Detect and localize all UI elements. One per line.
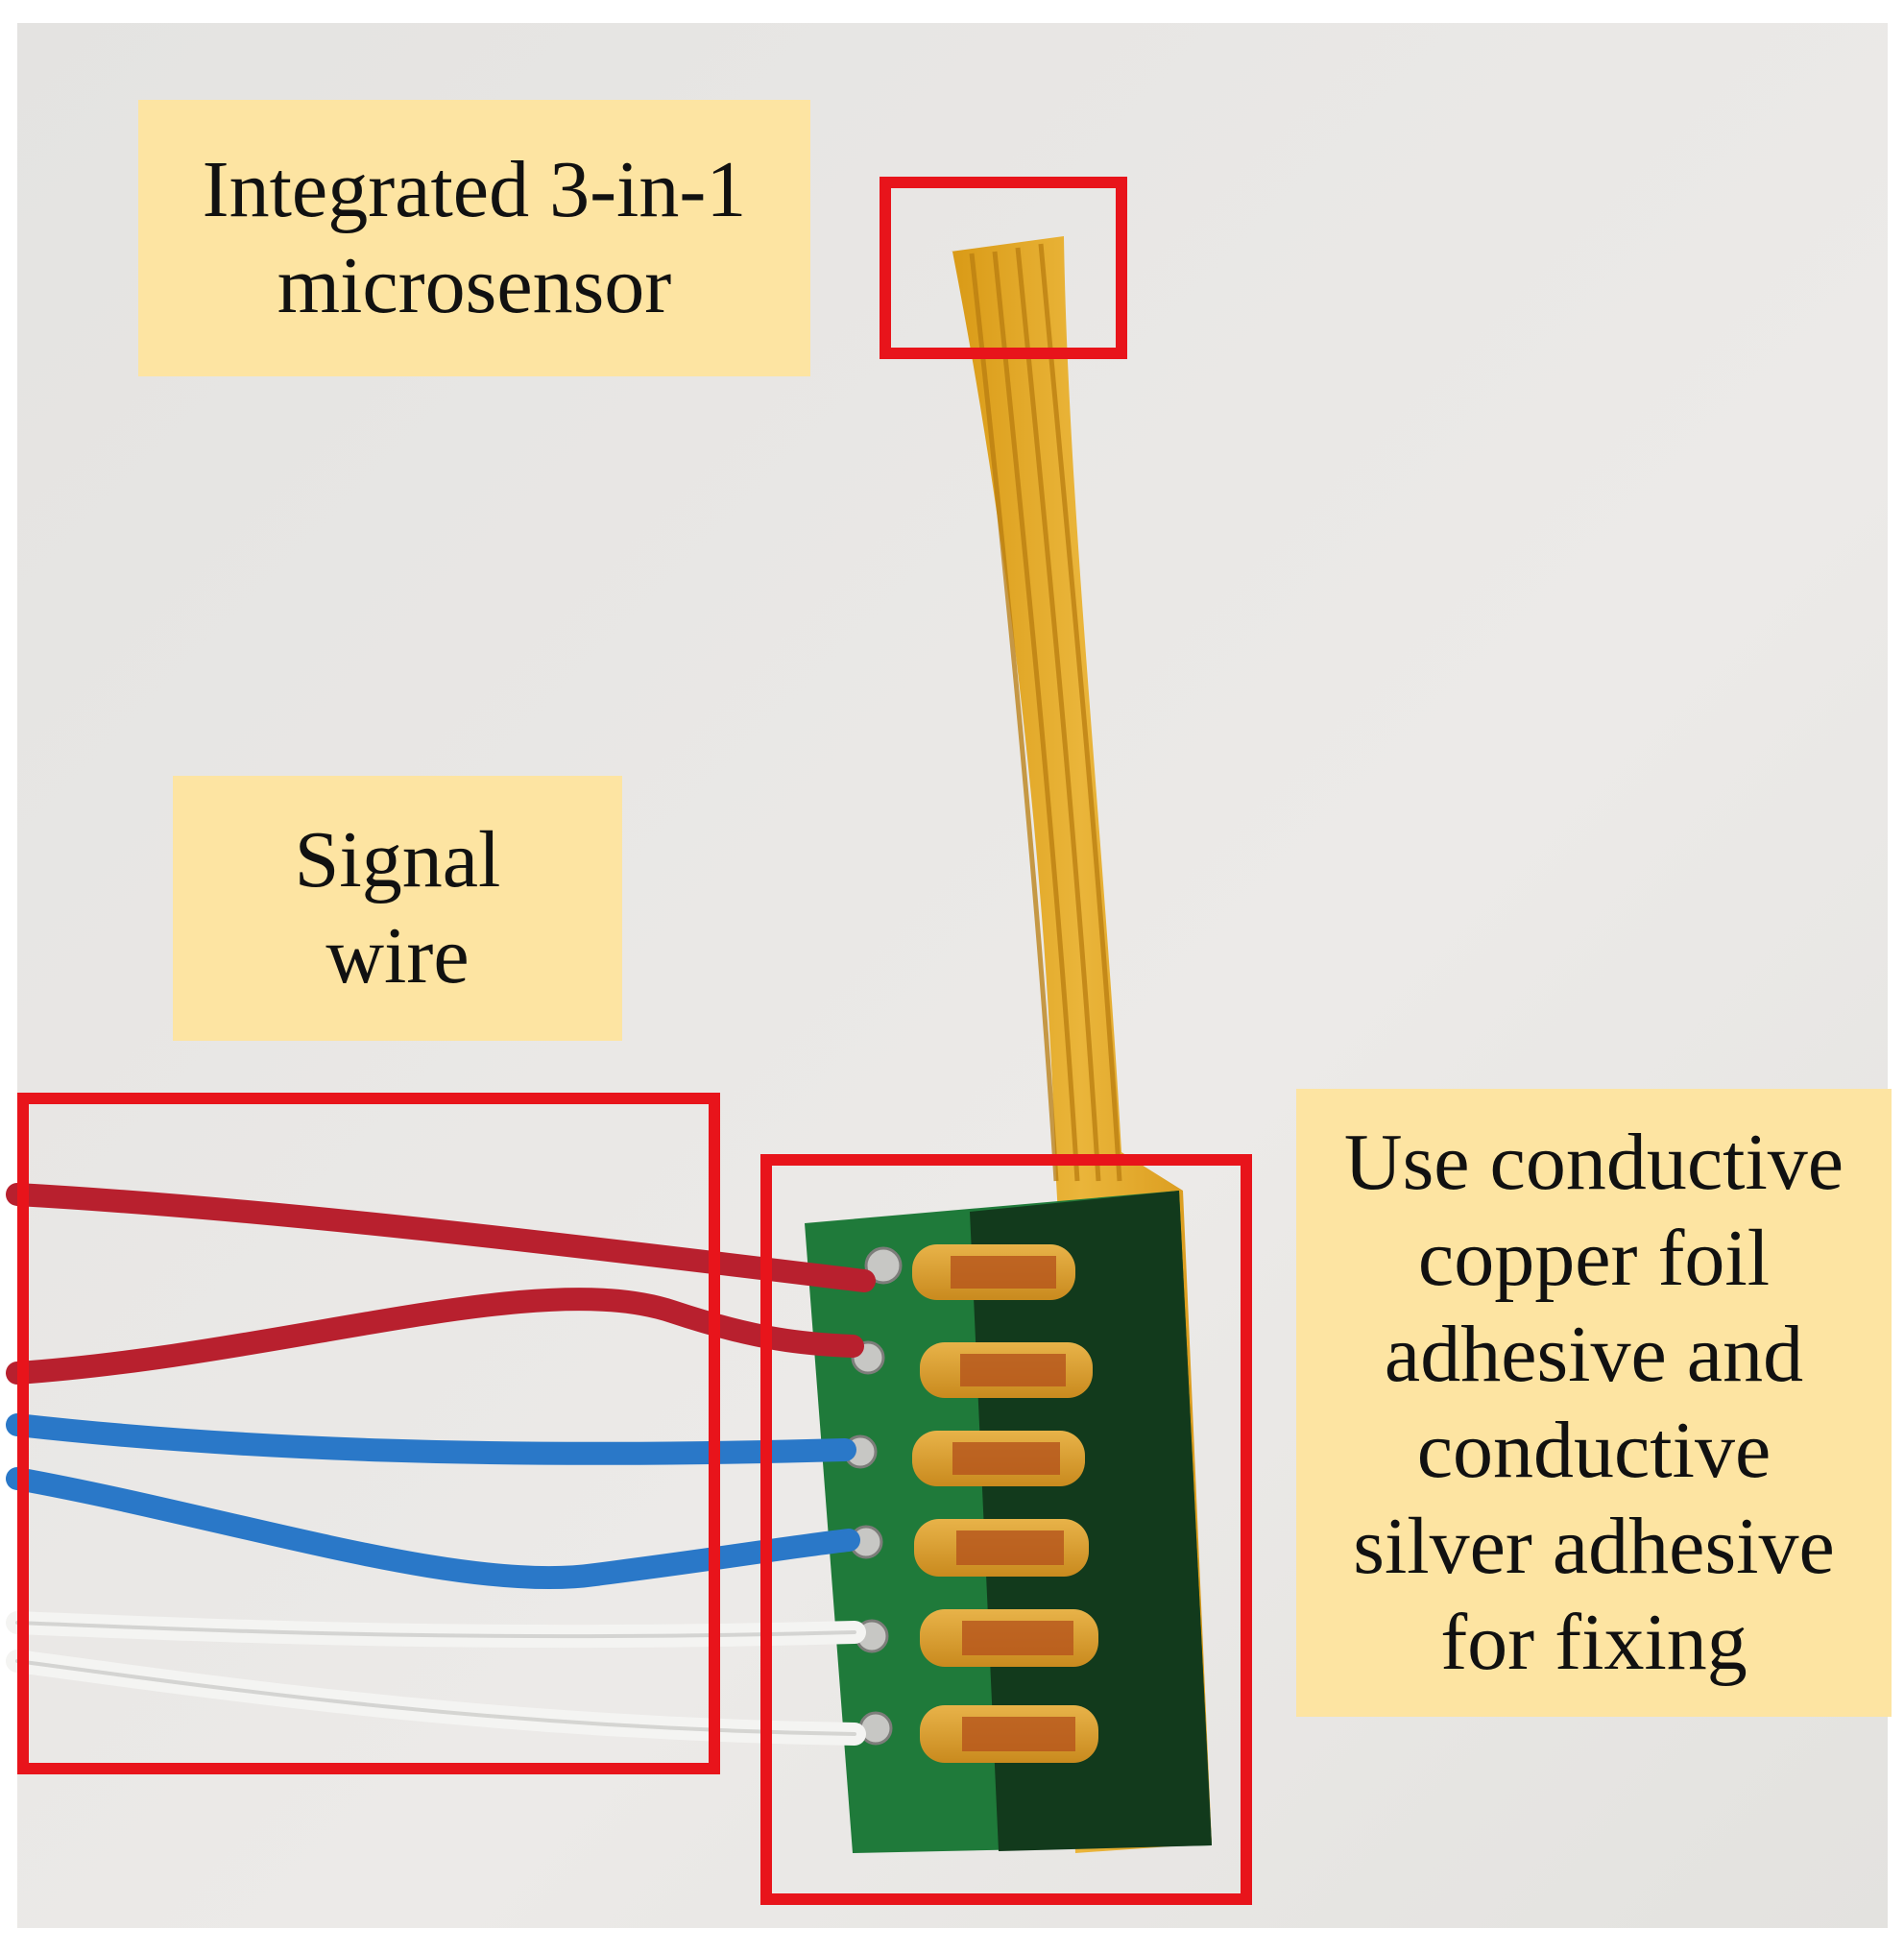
strip-traces — [969, 243, 1122, 1182]
wire-shading — [15, 1621, 856, 1736]
connector-highlight-box — [760, 1154, 1252, 1905]
fixing-label-line: silver adhesive — [1353, 1502, 1835, 1591]
fixing-label-line: adhesive and — [1384, 1310, 1804, 1399]
signal-wires — [6, 1183, 876, 1746]
microsensor-label-line: microsensor — [277, 241, 672, 330]
microsensor-highlight-box — [880, 177, 1127, 359]
signal-wire-label: Signal wire — [173, 776, 622, 1041]
signal-wire-highlight-box — [17, 1093, 720, 1774]
fixing-label-line: copper foil — [1417, 1214, 1771, 1303]
fixing-label-line: Use conductive — [1343, 1118, 1844, 1207]
microsensor-label: Integrated 3-in-1 microsensor — [138, 100, 810, 376]
signal-wire-label-line: Signal — [294, 815, 501, 904]
fixing-label-line: conductive — [1416, 1406, 1771, 1495]
microsensor-label-line: Integrated 3-in-1 — [202, 145, 747, 234]
copper-foil-strips — [951, 1256, 1075, 1751]
signal-wire-label-line: wire — [325, 911, 470, 1000]
fixing-label-line: for fixing — [1440, 1598, 1747, 1687]
fixing-label: Use conductive copper foil adhesive and … — [1296, 1089, 1892, 1717]
